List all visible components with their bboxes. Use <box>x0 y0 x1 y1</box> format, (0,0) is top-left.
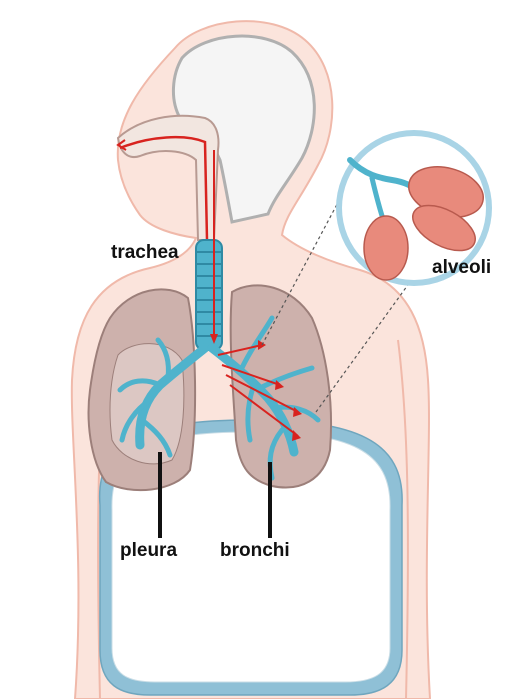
alveolar-sac-lower <box>364 216 408 280</box>
trachea-tube <box>196 240 222 350</box>
trachea <box>196 240 222 350</box>
trachea-label: trachea <box>111 243 179 262</box>
bronchi-label: bronchi <box>220 541 290 560</box>
alveoli-label: alveoli <box>432 258 491 277</box>
pleura-label: pleura <box>120 541 177 560</box>
